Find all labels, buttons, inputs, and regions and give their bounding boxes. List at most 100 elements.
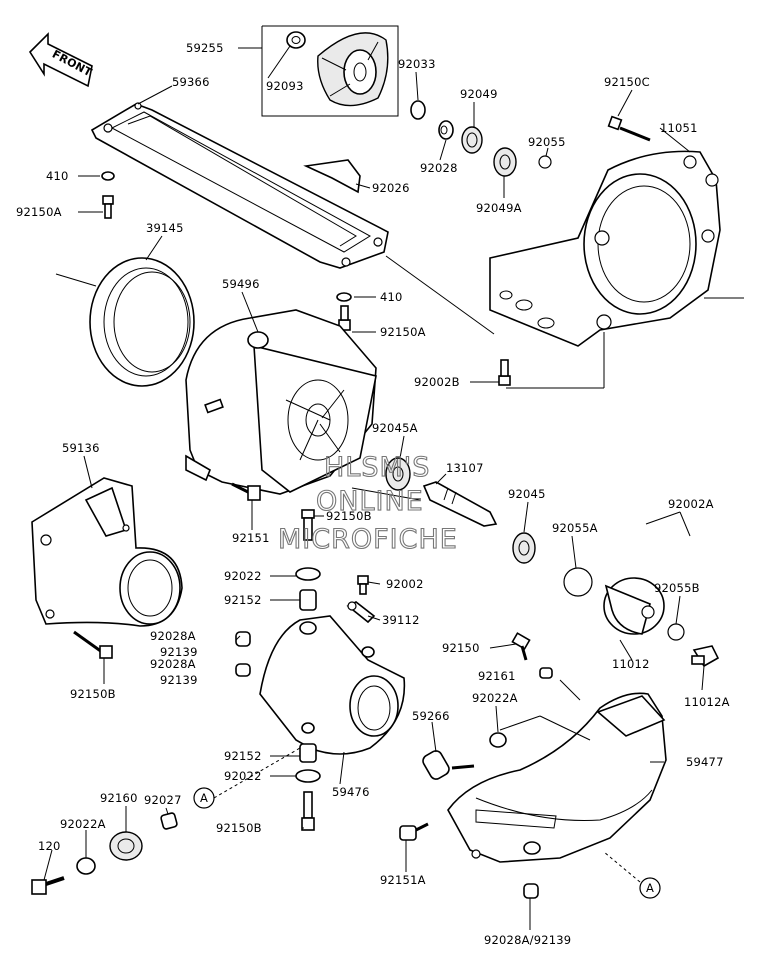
bushing-92028A-bottom (235, 663, 251, 677)
shim-92026 (303, 159, 361, 194)
label-92022A-left: 92022A (60, 817, 106, 831)
bearing-92045 (512, 532, 536, 564)
spacer-92152-top (299, 589, 317, 611)
label-92093: 92093 (266, 79, 304, 93)
label-92022A-right: 92022A (472, 691, 518, 705)
bolt-92150B-left (73, 630, 113, 659)
label-92152-top: 92152 (224, 593, 262, 607)
bolt-92151A (399, 822, 429, 841)
label-11051: 11051 (660, 121, 698, 135)
ref-marker-a-bottom (639, 877, 661, 899)
label-59366: 59366 (172, 75, 210, 89)
label-92027: 92027 (144, 793, 182, 807)
label-59136: 59136 (62, 441, 100, 455)
impeller-assembly (261, 25, 399, 117)
label-92028A-top: 92028A (150, 629, 196, 643)
label-92045: 92045 (508, 487, 546, 501)
label-59477: 59477 (686, 755, 724, 769)
washer-410-mid (336, 292, 352, 302)
bolt-92002B (498, 359, 511, 386)
label-11012: 11012 (612, 657, 650, 671)
bolt-92150A-left (102, 195, 114, 219)
label-92150B-left: 92150B (70, 687, 116, 701)
label-59266: 59266 (412, 709, 450, 723)
label-410-mid: 410 (380, 290, 403, 304)
watermark-line-1: HLSM'S (324, 452, 430, 483)
shaft-13107 (422, 481, 498, 527)
label-92151A: 92151A (380, 873, 426, 887)
part-labels: 59255 92093 59366 92033 92049 92150C 110… (16, 41, 730, 947)
ref-marker-a-bottom-label: A (646, 881, 654, 895)
label-92150C: 92150C (604, 75, 650, 89)
label-410-top: 410 (46, 169, 69, 183)
label-92045A: 92045A (372, 421, 418, 435)
label-59476: 59476 (332, 785, 370, 799)
intake-duct-59477 (447, 692, 667, 863)
watermark-line-2: ONLINE (316, 486, 424, 517)
bearing-92049 (461, 126, 483, 154)
label-92151: 92151 (232, 531, 270, 545)
label-92026: 92026 (372, 181, 410, 195)
label-92028: 92028 (420, 161, 458, 175)
pump-housing-11051 (489, 150, 721, 347)
label-92150A-left: 92150A (16, 205, 62, 219)
label-120: 120 (38, 839, 61, 853)
label-59496: 59496 (222, 277, 260, 291)
oring-92055B (667, 623, 685, 641)
wear-ring-39145 (89, 257, 195, 387)
front-direction-arrow: FRONT (28, 32, 94, 88)
bushing-92028A-92139 (523, 883, 539, 899)
label-92002: 92002 (386, 577, 424, 591)
label-92152-bottom: 92152 (224, 749, 262, 763)
label-92002B: 92002B (414, 375, 460, 389)
bolt-92150C (607, 115, 651, 142)
label-92055B: 92055B (654, 581, 700, 595)
damper-92160 (109, 831, 143, 861)
pump-case-59496 (185, 309, 377, 495)
label-92049A: 92049A (476, 201, 522, 215)
bolt-120 (31, 876, 65, 895)
label-92028A-bottom: 92028A (150, 657, 196, 671)
ride-plate-59366 (90, 102, 389, 269)
oring-92055A (563, 567, 593, 597)
bushing-92161 (539, 667, 553, 679)
collar-92027 (160, 812, 178, 830)
bolt-92151 (231, 482, 261, 501)
label-13107: 13107 (446, 461, 484, 475)
label-92049: 92049 (460, 87, 498, 101)
label-92150B-center: 92150B (326, 509, 372, 523)
plug-11012A (691, 645, 720, 668)
ref-marker-a-top-label: A (200, 791, 208, 805)
label-11012A: 11012A (684, 695, 730, 709)
label-39112: 39112 (382, 613, 420, 627)
reverse-bucket-59476 (259, 615, 406, 755)
label-92028A-92139: 92028A/92139 (484, 933, 571, 947)
washer-92022-top (295, 567, 321, 581)
bearing-92045A (385, 457, 411, 491)
label-59255: 59255 (186, 41, 224, 55)
watermark-line-3: MICROFICHE (278, 524, 458, 555)
label-92161: 92161 (478, 669, 516, 683)
bolt-92150B-center (301, 509, 315, 541)
label-39145: 39145 (146, 221, 184, 235)
bolt-92150B-bottom (301, 791, 315, 831)
spacer-92152-bottom (299, 743, 317, 763)
label-92150: 92150 (442, 641, 480, 655)
washer-92022A-right (489, 732, 507, 748)
washer-410-top (101, 171, 115, 181)
washer-92022A-left (76, 857, 96, 875)
label-92055: 92055 (528, 135, 566, 149)
oring-92055 (538, 155, 552, 169)
label-92150A-mid: 92150A (380, 325, 426, 339)
watermark: HLSM'S ONLINE MICROFICHE (277, 451, 458, 555)
label-92022-bottom: 92022 (224, 769, 262, 783)
label-92022-top: 92022 (224, 569, 262, 583)
bolt-92150 (511, 632, 531, 661)
bearing-92049A (493, 147, 517, 177)
cap-11012 (603, 577, 665, 635)
lever-39112 (346, 601, 376, 624)
label-92160: 92160 (100, 791, 138, 805)
bushing-92028A-top (235, 631, 251, 647)
label-92139-top: 92139 (160, 645, 198, 659)
